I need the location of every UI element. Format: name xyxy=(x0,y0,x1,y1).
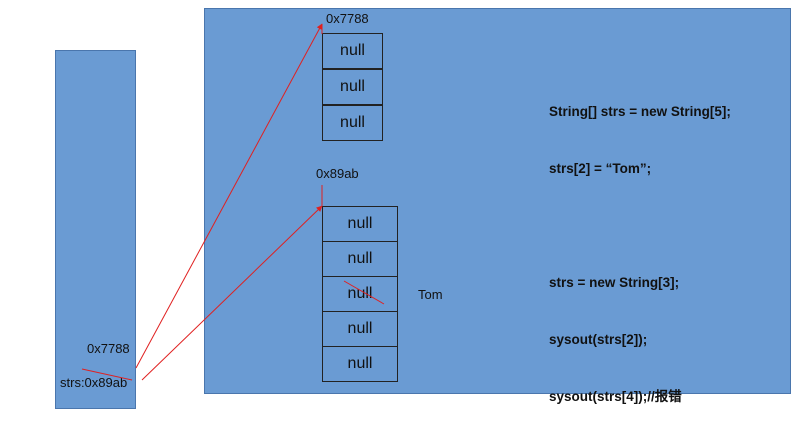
array2-cell: null xyxy=(322,311,398,347)
array1-cell: null xyxy=(322,69,383,105)
array2-cell: null xyxy=(322,241,398,277)
string-value-tom: Tom xyxy=(418,287,443,302)
array2-cell: null xyxy=(322,346,398,382)
array1-address-label: 0x7788 xyxy=(326,11,369,26)
stack-strs-variable: strs:0x89ab xyxy=(60,375,128,390)
code-line: String[] strs = new String[5]; xyxy=(549,104,731,119)
array2-cell: null xyxy=(322,206,398,242)
array1-cell: null xyxy=(322,105,383,141)
code-line: strs = new String[3]; xyxy=(549,275,680,290)
array1-cell: null xyxy=(322,33,383,69)
stack-panel xyxy=(55,50,136,409)
code-line xyxy=(549,216,731,235)
array2-address-label: 0x89ab xyxy=(316,166,359,181)
code-line: sysout(strs[4]);//报错 xyxy=(549,389,682,404)
array2-cell: null xyxy=(322,276,398,312)
stack-old-ref-label: 0x7788 xyxy=(87,341,130,356)
code-block: String[] strs = new String[5]; strs[2] =… xyxy=(549,64,731,425)
code-line: sysout(strs[2]); xyxy=(549,332,648,347)
code-line: strs[2] = “Tom”; xyxy=(549,161,652,176)
